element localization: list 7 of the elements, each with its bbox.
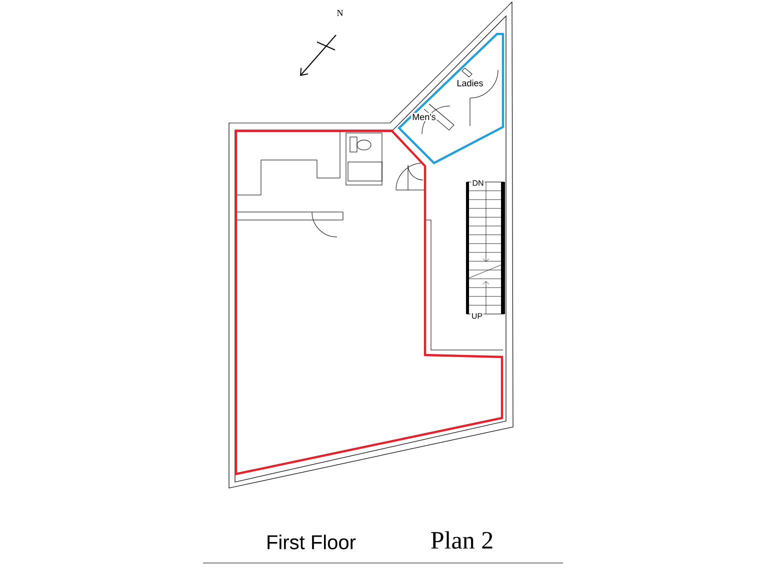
label: Men's [411,112,437,122]
label: First Floor [265,534,357,550]
label: UP [470,312,484,320]
label: Plan 2 [429,530,495,550]
label: DN [471,179,485,187]
label: Ladies [456,78,484,88]
label: N [336,9,344,17]
